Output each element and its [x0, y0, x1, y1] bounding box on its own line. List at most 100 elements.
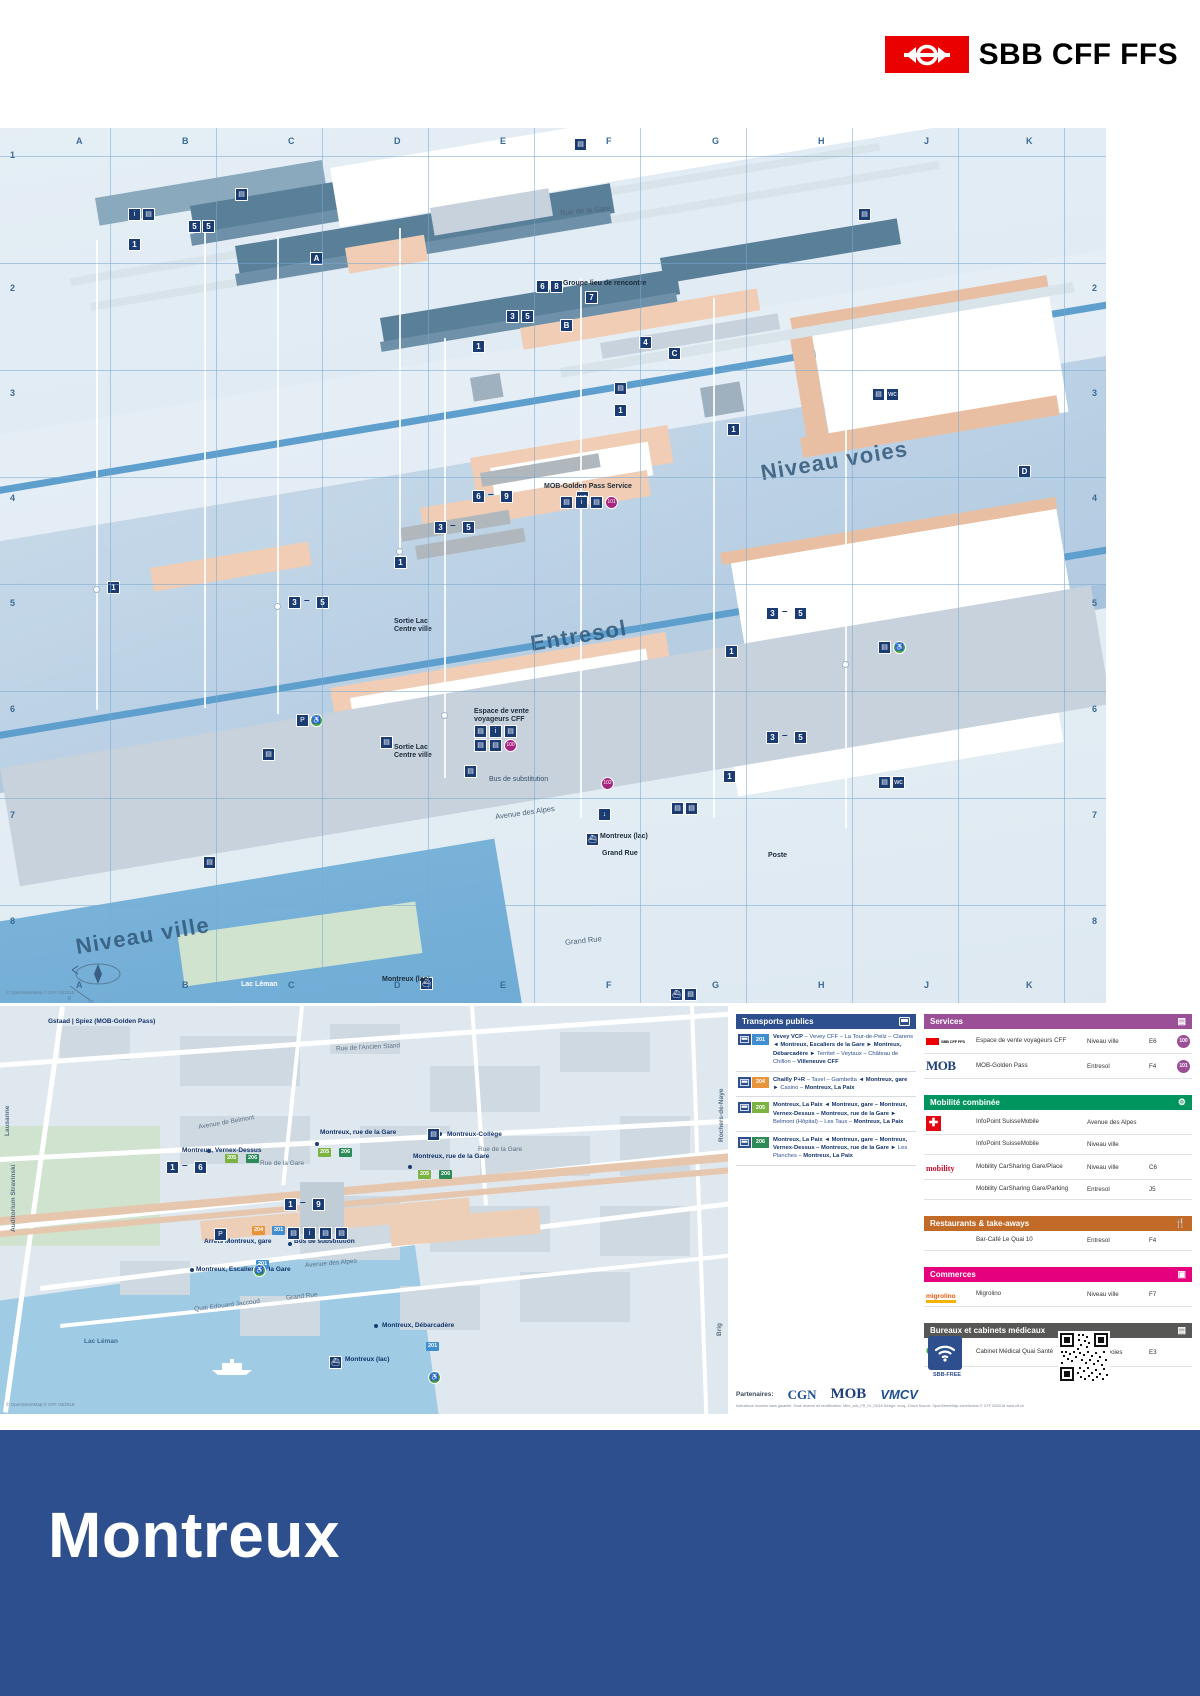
- transports-publics-title: Transports publics: [742, 1017, 814, 1026]
- svg-text:0: 0: [68, 996, 71, 1002]
- grand-rue-label: Grand Rue: [602, 850, 638, 857]
- station-title: Montreux: [48, 1499, 340, 1571]
- lift-icon[interactable]: ▤: [858, 208, 871, 221]
- platform-number: 1: [472, 340, 485, 353]
- accessible-icon[interactable]: ♿: [428, 1371, 441, 1384]
- shop-icon[interactable]: ▤: [504, 725, 517, 738]
- boat-icon[interactable]: ⛴: [670, 988, 683, 1001]
- page-header: SBB CFF FFS: [0, 0, 1200, 128]
- counter-icon[interactable]: ▤: [590, 496, 603, 509]
- lac-leman-label: Lac Léman: [84, 1338, 118, 1345]
- lift-icon[interactable]: ▤: [574, 138, 587, 151]
- legend-entry-badge[interactable]: 101: [1177, 1059, 1190, 1073]
- boat-icon: [210, 1358, 254, 1381]
- bus-icon[interactable]: ▤: [464, 765, 477, 778]
- bus-icon: [738, 1034, 751, 1045]
- lift-icon[interactable]: ▤: [319, 1227, 332, 1240]
- info-desk-icon[interactable]: i: [489, 725, 502, 738]
- accessible-icon[interactable]: ♿: [893, 641, 906, 654]
- city-overview-map[interactable]: Gstaad | Spiez (MOB-Golden Pass) Rue de …: [0, 1006, 728, 1414]
- ticket-icon[interactable]: ▤: [474, 725, 487, 738]
- platform-range-end: 5: [794, 731, 807, 744]
- lift-icon[interactable]: ▤: [262, 748, 275, 761]
- ticket-machine-icon[interactable]: ▤: [474, 739, 487, 752]
- legend-entry-name: Bar-Café Le Quai 10: [976, 1236, 1033, 1244]
- bus-icon[interactable]: ▤: [287, 1227, 300, 1240]
- boat-icon[interactable]: ⛴: [420, 977, 433, 990]
- lift-icon[interactable]: ▤: [878, 641, 891, 654]
- briefcase-icon: ▤: [1177, 1325, 1186, 1336]
- legend-entry-grid-ref: J5: [1149, 1186, 1156, 1193]
- poi-badge[interactable]: 102: [601, 777, 614, 790]
- bus-icon[interactable]: ▤: [685, 802, 698, 815]
- lockers-icon[interactable]: ▤: [489, 739, 502, 752]
- legend-section: Restaurants & take-aways🍴Bar-Café Le Qua…: [924, 1216, 1192, 1251]
- boat-icon[interactable]: ⛴: [329, 1356, 342, 1369]
- platform-range-start: 1: [166, 1161, 179, 1174]
- accessible-icon[interactable]: ♿: [253, 1264, 266, 1277]
- station-isometric-map[interactable]: Niveau voies Entresol Niveau ville 1 A 1…: [0, 128, 1106, 1003]
- platform-number: 6: [536, 280, 549, 293]
- lift-icon[interactable]: ▤: [614, 382, 627, 395]
- exit-label-4: Centre ville: [394, 752, 432, 759]
- poi-badge-100[interactable]: 100: [504, 739, 517, 752]
- lift-icon[interactable]: ▤: [203, 856, 216, 869]
- reference-pillar: [204, 228, 206, 708]
- lift-icon[interactable]: ▤: [142, 208, 155, 221]
- bus-line-route: Vevey VCP – Vevey CFF – La Tour-de-Peilz…: [773, 1034, 914, 1066]
- lift-icon[interactable]: ▤: [235, 188, 248, 201]
- platform-number: 3: [506, 310, 519, 323]
- platform-number: 1: [614, 404, 627, 417]
- legend-entry-badge[interactable]: 100: [1177, 1034, 1190, 1048]
- range-dash: –: [182, 1160, 188, 1171]
- info-icon[interactable]: i: [128, 208, 141, 221]
- poi-badge-101[interactable]: 101: [605, 496, 618, 509]
- range-dash: –: [304, 595, 310, 606]
- ticket-icon[interactable]: ▤: [335, 1227, 348, 1240]
- platform-range-start: 3: [766, 607, 779, 620]
- mob-service-label: MOB-Golden Pass Service: [544, 483, 632, 490]
- legend-section: Mobilité combinée⚙✚InfoPoint SuisseMobil…: [924, 1095, 1192, 1200]
- bus-icon[interactable]: ▤: [427, 1128, 440, 1141]
- info-desk-icon[interactable]: i: [575, 496, 588, 509]
- lift-icon[interactable]: ▤: [878, 776, 891, 789]
- ticket-icon[interactable]: ▤: [560, 496, 573, 509]
- wc-icon[interactable]: wc: [886, 388, 899, 401]
- legend-entry-logo: SBB CFF FFS: [926, 1032, 970, 1050]
- accessible-icon[interactable]: ♿: [310, 714, 323, 727]
- parking-icon[interactable]: P: [214, 1228, 227, 1241]
- lift-icon[interactable]: ▤: [380, 736, 393, 749]
- legend-entry-level: Entresol: [1087, 1237, 1110, 1244]
- reference-pillar: [713, 298, 715, 818]
- wc-icon[interactable]: wc: [892, 776, 905, 789]
- boat-icon[interactable]: ⛴: [586, 833, 599, 846]
- platform-number: 5: [521, 310, 534, 323]
- cff-sales-label-1: Espace de vente: [474, 708, 529, 715]
- platform-letter: B: [560, 319, 573, 332]
- legend-disclaimer: Indications fournies sans garantie. Sous…: [736, 1404, 1024, 1408]
- legend-entry-grid-ref: E3: [1149, 1348, 1157, 1356]
- cff-sales-label-2: voyageurs CFF: [474, 716, 525, 723]
- lift-icon[interactable]: ▤: [671, 802, 684, 815]
- parking-icon[interactable]: P: [296, 714, 309, 727]
- substitute-bus-label: Bus de substitution: [489, 776, 549, 783]
- bus-icon[interactable]: ▤: [684, 988, 697, 1001]
- legend-entry-name: Cabinet Médical Quai Santé: [976, 1347, 1054, 1355]
- qr-code: [1058, 1331, 1110, 1383]
- reference-pillar: [399, 228, 401, 558]
- lift-icon[interactable]: ▤: [872, 388, 885, 401]
- legend-entry-grid-ref: F4: [1149, 1062, 1157, 1070]
- info-icon[interactable]: i: [303, 1227, 316, 1240]
